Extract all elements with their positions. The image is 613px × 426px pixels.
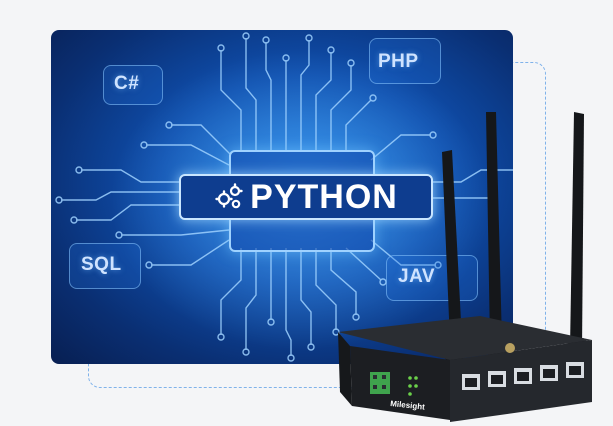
router-brand-label: Milesight: [390, 399, 426, 412]
java-badge-box: [386, 255, 478, 301]
csharp-label: C#: [114, 73, 140, 94]
python-badge: PYTHON: [179, 174, 433, 220]
gears-icon: [215, 183, 243, 209]
industrial-router: Milesight: [338, 112, 592, 422]
programming-languages-image: C# PHP SQL JAV PYTHON: [51, 30, 513, 364]
sql-badge-box: [69, 243, 141, 289]
csharp-badge-box: [103, 65, 163, 105]
sql-label: SQL: [81, 254, 122, 275]
php-label: PHP: [378, 51, 419, 72]
python-title: PYTHON: [250, 178, 398, 216]
java-label: JAV: [398, 266, 436, 287]
php-badge-box: [369, 38, 441, 84]
